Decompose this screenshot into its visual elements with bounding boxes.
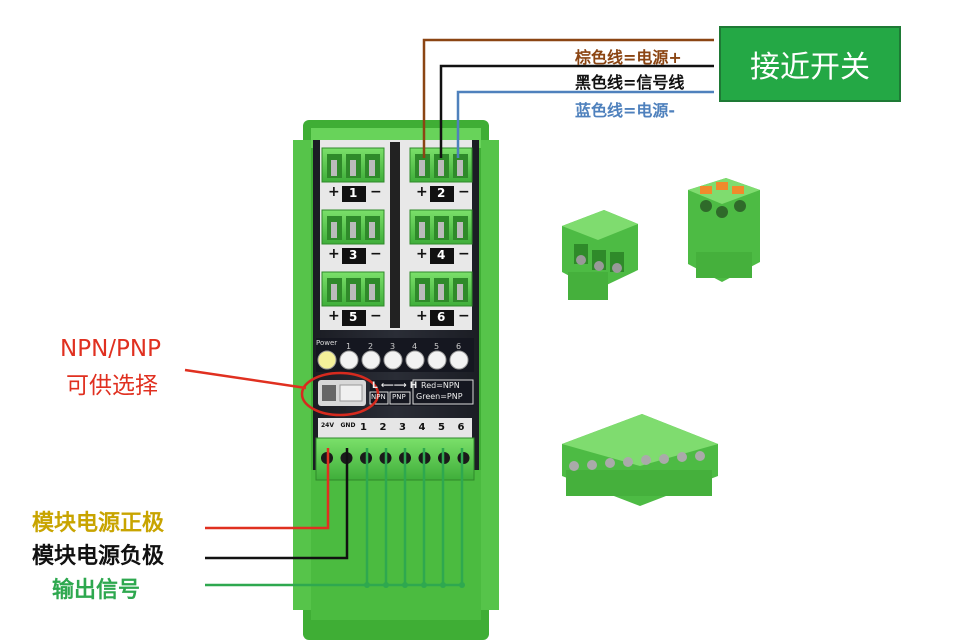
channel-number-6: 6 (437, 310, 446, 324)
switch-highlight-ring (300, 371, 380, 417)
channel-led-2 (361, 350, 381, 370)
led-number-6: 6 (456, 342, 462, 351)
pnp-box (389, 391, 411, 405)
minus-sign: − (458, 184, 470, 200)
switch-legend-area (370, 380, 474, 406)
positive-wire (205, 448, 330, 530)
plus-sign: + (328, 246, 340, 262)
blue-wire-label: 蓝色线=电源- (575, 101, 676, 120)
bottom-terminal-label-0: 24V (321, 422, 334, 429)
terminal-screw (457, 452, 470, 464)
channel-number-4: 4 (437, 248, 446, 262)
minus-sign: − (370, 246, 382, 262)
module-positive-label: 模块电源正极 (32, 511, 165, 536)
black-wire-label: 黑色线=信号线 (575, 73, 685, 92)
npn-label: NPN (371, 393, 386, 401)
npn-pnp-switch[interactable] (318, 380, 366, 406)
bottom-terminal-label-3: 2 (379, 422, 387, 433)
loose-3pin-connector (562, 210, 638, 300)
led-number-2: 2 (368, 342, 374, 351)
switch-lh-label: L ⟵⟶ H (372, 381, 418, 391)
led-number-1: 1 (346, 342, 352, 351)
pnp-label: PNP (392, 393, 406, 401)
power-led (317, 350, 337, 370)
led-number-5: 5 (434, 342, 440, 351)
npn-pnp-subtitle: 可供选择 (66, 373, 158, 399)
proximity-wiring (422, 38, 714, 158)
connector-block-2 (409, 147, 473, 202)
plus-sign: + (416, 308, 428, 324)
channel-led-4 (405, 350, 425, 370)
led-number-4: 4 (412, 342, 418, 351)
connector-block-6 (409, 271, 473, 326)
channel-led-5 (427, 350, 447, 370)
channel-number-3: 3 (349, 248, 358, 262)
bottom-terminal-label-6: 5 (438, 422, 445, 433)
plus-sign: + (416, 184, 428, 200)
output-signal-wires (205, 448, 465, 588)
channel-number-2: 2 (437, 186, 446, 200)
negative-wire (205, 448, 349, 560)
led-indicators (317, 350, 469, 370)
bottom-terminal-label-5: 4 (418, 422, 426, 433)
bottom-terminal-label-2: 1 (360, 422, 367, 433)
minus-sign: − (458, 308, 470, 324)
output-signal-label: 输出信号 (52, 578, 141, 603)
proximity-switch-box: 接近开关 (719, 26, 901, 102)
top-connectors (321, 147, 473, 326)
dc-in-label: DC-IN (326, 406, 347, 414)
minus-sign: − (458, 246, 470, 262)
mode-legend-box (412, 379, 474, 405)
plus-sign: + (328, 184, 340, 200)
npn-pnp-title: NPN/PNP (60, 336, 161, 362)
loose-terminal-screw (659, 454, 669, 464)
loose-terminal-screw (569, 461, 579, 471)
loose-8pin-screws (569, 451, 705, 471)
plus-sign: + (416, 246, 428, 262)
channel-number-5: 5 (349, 310, 358, 324)
brown-wire-label: 棕色线=电源+ (575, 48, 682, 67)
loose-terminal-screw (587, 460, 597, 470)
green-pnp-label: Green=PNP (416, 392, 463, 401)
bottom-terminal-block (315, 437, 475, 481)
loose-terminal-screw (677, 452, 687, 462)
channel-led-6 (449, 350, 469, 370)
npn-pnp-pointer (184, 368, 307, 390)
loose-terminal-screw (605, 458, 615, 468)
led-number-3: 3 (390, 342, 396, 351)
bottom-terminal-label-1: GND (340, 422, 356, 429)
loose-8pin-connector (562, 414, 718, 506)
bottom-terminal-label-4: 3 (399, 422, 406, 433)
channel-number-1: 1 (349, 186, 358, 200)
loose-terminal-screw (641, 455, 651, 465)
plus-sign: + (328, 308, 340, 324)
bottom-terminal-labels-panel (318, 418, 472, 438)
minus-sign: − (370, 308, 382, 324)
module-negative-label: 模块电源负极 (32, 544, 165, 569)
connector-block-5 (321, 271, 385, 326)
connector-block-3 (321, 209, 385, 264)
loose-spring-connector (688, 178, 760, 282)
power-label: Power (316, 339, 338, 347)
loose-terminal-screw (695, 451, 705, 461)
channel-led-3 (383, 350, 403, 370)
bottom-terminal-label-7: 6 (457, 422, 465, 433)
connector-block-4 (409, 209, 473, 264)
red-npn-label: Red=NPN (421, 381, 460, 390)
connector-block-1 (321, 147, 385, 202)
channel-led-1 (339, 350, 359, 370)
minus-sign: − (370, 184, 382, 200)
loose-terminal-screw (623, 457, 633, 467)
